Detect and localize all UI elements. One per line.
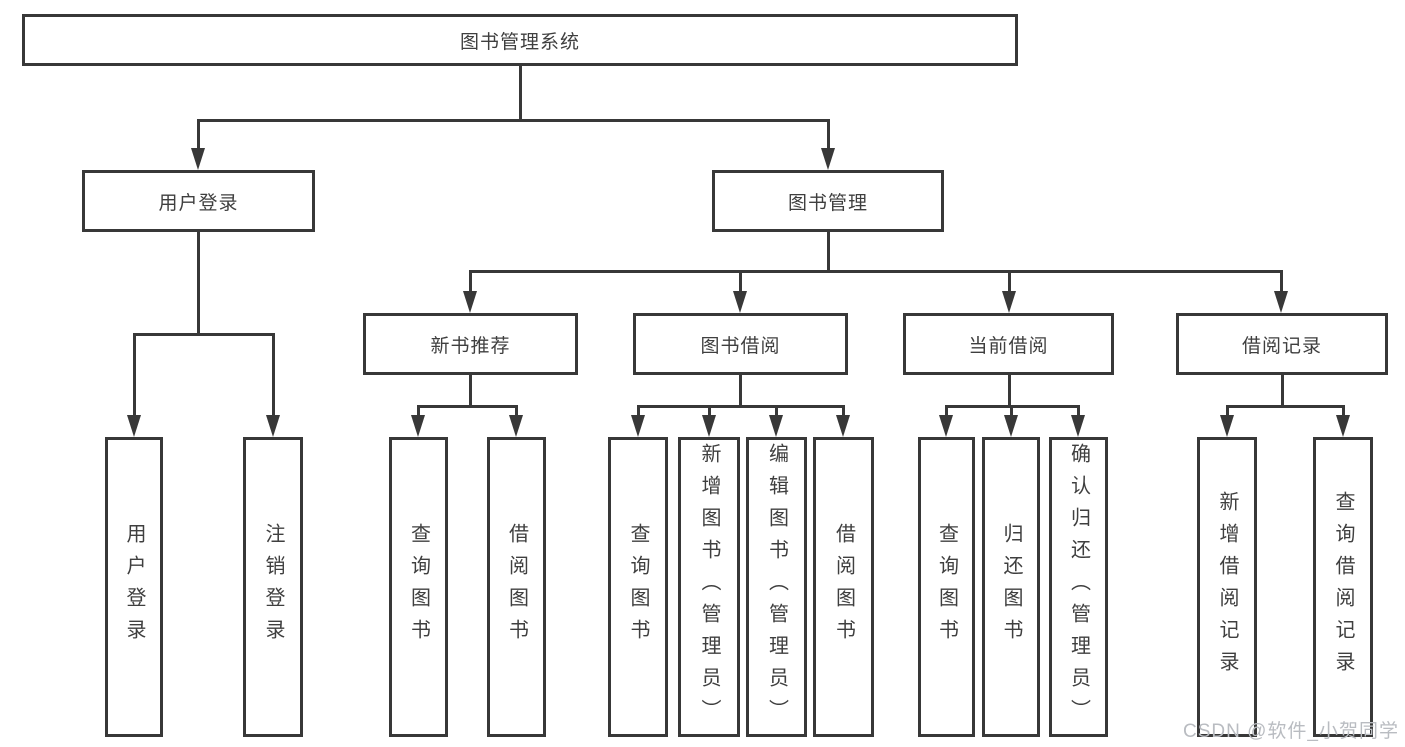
node-label: 图书借阅 — [700, 335, 781, 357]
node-book-mgmt: 图书管理 — [712, 170, 944, 232]
leaf-current-query: 查询图书 — [918, 437, 975, 737]
node-label: 当前借阅 — [968, 335, 1049, 357]
arrowhead-leaf — [1004, 415, 1018, 437]
connector-drop-leaf — [417, 405, 420, 417]
leaf-current-return: 归还图书 — [982, 437, 1040, 737]
arrowhead-leaf — [509, 415, 523, 437]
node-label: 图书管理系统 — [459, 31, 580, 53]
node-label: 借阅记录 — [1241, 335, 1322, 357]
leaf-borrow-borrow: 借阅图书 — [813, 437, 874, 737]
node-label: 确认归还（管理员） — [1067, 443, 1090, 731]
leaf-borrow-add-admin: 新增图书（管理员） — [678, 437, 740, 737]
connector-drop-login-leaf — [133, 333, 136, 417]
leaf-logout: 注销登录 — [243, 437, 303, 737]
arrowhead-leaf — [702, 415, 716, 437]
connector-user-login-branch — [133, 333, 275, 336]
connector-drop-borrow — [739, 270, 742, 293]
arrowhead-new-book — [463, 291, 477, 313]
connector-user-login-trunk — [197, 232, 200, 336]
node-user-login: 用户登录 — [82, 170, 315, 232]
arrowhead-leaf — [939, 415, 953, 437]
leaf-newbook-query: 查询图书 — [389, 437, 448, 737]
connector-drop-leaf — [945, 405, 948, 417]
node-borrow-records: 借阅记录 — [1176, 313, 1388, 375]
node-label: 注销登录 — [262, 523, 284, 651]
leaf-records-add: 新增借阅记录 — [1197, 437, 1257, 737]
connector-drop-leaf — [708, 405, 711, 417]
connector-drop-leaf — [515, 405, 518, 417]
connector-borrow-branch — [637, 405, 845, 408]
connector-records-trunk — [1281, 375, 1284, 408]
connector-book-mgmt-branch — [469, 270, 1282, 273]
arrowhead-login-leaf — [127, 415, 141, 437]
connector-root-trunk — [519, 66, 522, 121]
node-label: 查询图书 — [407, 523, 430, 651]
node-label: 借阅图书 — [832, 523, 855, 651]
node-label: 新增图书（管理员） — [698, 443, 720, 731]
connector-new-book-trunk — [469, 375, 472, 408]
arrowhead-leaf — [411, 415, 425, 437]
connector-drop-leaf — [1010, 405, 1013, 417]
arrowhead-borrow — [733, 291, 747, 313]
leaf-borrow-query: 查询图书 — [608, 437, 668, 737]
connector-drop-user-login — [197, 119, 200, 150]
arrowhead-current — [1002, 291, 1016, 313]
node-label: 借阅图书 — [505, 523, 528, 651]
node-label: 编辑图书（管理员） — [765, 443, 788, 731]
connector-records-branch — [1226, 405, 1344, 408]
connector-drop-leaf — [1342, 405, 1345, 417]
arrowhead-leaf — [769, 415, 783, 437]
connector-drop-leaf — [842, 405, 845, 417]
arrowhead-leaf — [631, 415, 645, 437]
connector-new-book-branch — [417, 405, 518, 408]
arrowhead-book-mgmt — [821, 148, 835, 170]
node-root: 图书管理系统 — [22, 14, 1018, 66]
connector-drop-book-mgmt — [827, 119, 830, 150]
node-label: 查询图书 — [627, 523, 649, 651]
leaf-records-query: 查询借阅记录 — [1313, 437, 1373, 737]
connector-drop-current — [1008, 270, 1011, 293]
arrowhead-logout-leaf — [266, 415, 280, 437]
node-label: 用户登录 — [123, 523, 145, 651]
node-label: 查询借阅记录 — [1332, 491, 1354, 683]
arrowhead-leaf — [1071, 415, 1085, 437]
connector-drop-new-book — [469, 270, 472, 293]
connector-root-branch — [197, 119, 830, 122]
arrowhead-leaf — [836, 415, 850, 437]
connector-drop-leaf — [637, 405, 640, 417]
connector-drop-records — [1280, 270, 1283, 293]
node-current-borrow: 当前借阅 — [903, 313, 1114, 375]
arrowhead-leaf — [1220, 415, 1234, 437]
leaf-user-login: 用户登录 — [105, 437, 163, 737]
node-new-book-rec: 新书推荐 — [363, 313, 578, 375]
connector-drop-logout-leaf — [272, 333, 275, 417]
leaf-borrow-edit-admin: 编辑图书（管理员） — [746, 437, 807, 737]
leaf-current-confirm-admin: 确认归还（管理员） — [1049, 437, 1108, 737]
node-label: 归还图书 — [1000, 523, 1022, 651]
node-label: 查询图书 — [935, 523, 958, 651]
connector-book-mgmt-trunk — [827, 232, 830, 273]
connector-current-trunk — [1008, 375, 1011, 408]
node-label: 用户登录 — [158, 192, 239, 214]
connector-drop-leaf — [1077, 405, 1080, 417]
node-book-borrow: 图书借阅 — [633, 313, 848, 375]
arrowhead-records — [1274, 291, 1288, 313]
connector-drop-leaf — [775, 405, 778, 417]
connector-drop-leaf — [1226, 405, 1229, 417]
leaf-newbook-borrow: 借阅图书 — [487, 437, 546, 737]
connector-borrow-trunk — [739, 375, 742, 408]
arrowhead-leaf — [1336, 415, 1350, 437]
node-label: 图书管理 — [787, 192, 868, 214]
node-label: 新增借阅记录 — [1216, 491, 1238, 683]
arrowhead-user-login — [191, 148, 205, 170]
node-label: 新书推荐 — [430, 335, 511, 357]
